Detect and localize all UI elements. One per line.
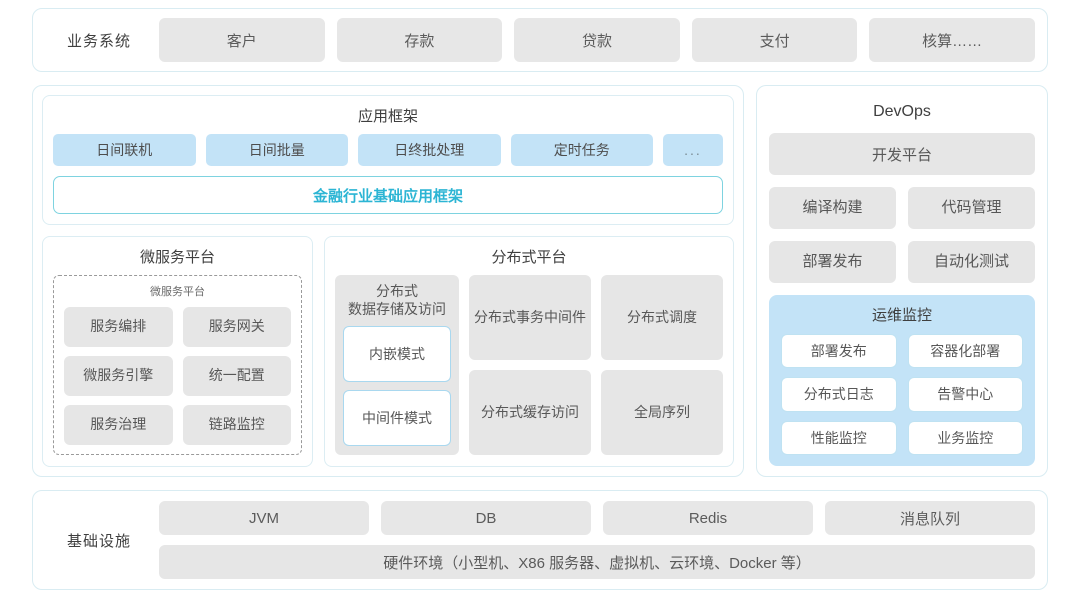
microservice-item-gateway[interactable]: 服务网关 — [182, 307, 291, 347]
infrastructure-panel: 基础设施 JVM DB Redis 消息队列 硬件环境（小型机、X86 服务器、… — [32, 490, 1048, 590]
application-framework-panel: 应用框架 日间联机 日间批量 日终批处理 定时任务 ... 金融行业基础应用框架 — [42, 95, 734, 225]
ops-item-business-monitor[interactable]: 业务监控 — [907, 420, 1023, 455]
appfw-item-daytime-online[interactable]: 日间联机 — [53, 134, 196, 166]
distributed-storage-column: 分布式 数据存储及访问 内嵌模式 中间件模式 — [335, 275, 459, 455]
microservice-items-grid: 服务编排 服务网关 微服务引擎 统一配置 服务治理 链路监控 — [64, 307, 291, 445]
microservice-item-governance[interactable]: 服务治理 — [64, 405, 173, 445]
ops-item-deploy-release[interactable]: 部署发布 — [781, 334, 897, 369]
microservice-platform-panel: 微服务平台 微服务平台 服务编排 服务网关 微服务引擎 统一配置 服务治理 链路… — [42, 236, 313, 467]
ops-monitoring-title: 运维监控 — [871, 307, 932, 324]
distributed-platform-body: 分布式 数据存储及访问 内嵌模式 中间件模式 分布式 事务中间件 — [325, 275, 733, 466]
finance-base-framework-bar: 金融行业基础应用框架 — [53, 176, 723, 214]
appfw-item-scheduled-task[interactable]: 定时任务 — [510, 134, 653, 166]
business-item-accounting[interactable]: 核算…… — [869, 18, 1035, 62]
distributed-storage-title: 分布式 数据存储及访问 — [343, 283, 451, 326]
ops-item-alert-center[interactable]: 告警中心 — [907, 377, 1023, 412]
platform-left-wrapper: 应用框架 日间联机 日间批量 日终批处理 定时任务 ... 金融行业基础应用框架… — [32, 85, 744, 477]
infra-item-message-queue[interactable]: 消息队列 — [825, 501, 1035, 535]
devops-panel: DevOps 开发平台 编译构建 代码管理 部署发布 自动化测试 运维监控 部署… — [756, 85, 1048, 477]
business-systems-panel: 业务系统 客户 存款 贷款 支付 核算…… — [32, 8, 1048, 72]
storage-mode-embedded[interactable]: 内嵌模式 — [343, 326, 451, 382]
business-item-loan[interactable]: 贷款 — [514, 18, 680, 62]
devops-item-code-management[interactable]: 代码管理 — [908, 187, 1035, 229]
storage-mode-middleware[interactable]: 中间件模式 — [343, 390, 451, 446]
application-framework-title: 应用框架 — [357, 108, 418, 125]
cache-access-line1: 分布式 — [481, 403, 523, 420]
microservice-inner-box: 微服务平台 服务编排 服务网关 微服务引擎 统一配置 服务治理 链路监控 — [53, 275, 302, 455]
devops-item-automated-test[interactable]: 自动化测试 — [908, 241, 1035, 283]
transaction-middleware-line1: 分布式 — [474, 308, 516, 325]
business-item-payment[interactable]: 支付 — [691, 18, 858, 62]
ops-item-distributed-log[interactable]: 分布式日志 — [781, 377, 897, 412]
infra-item-redis[interactable]: Redis — [603, 501, 813, 535]
distributed-item-scheduling[interactable]: 分布式调度 — [601, 275, 723, 360]
microservice-item-orchestration[interactable]: 服务编排 — [64, 307, 173, 347]
microservice-item-unified-config[interactable]: 统一配置 — [182, 356, 291, 396]
ops-item-containerized-deploy[interactable]: 容器化部署 — [907, 334, 1023, 369]
devops-item-dev-platform[interactable]: 开发平台 — [769, 133, 1035, 175]
ops-item-performance-monitor[interactable]: 性能监控 — [781, 420, 897, 455]
ops-monitoring-panel: 运维监控 部署发布 容器化部署 分布式日志 告警中心 性能监控 业务监控 — [769, 295, 1035, 466]
application-framework-chips: 日间联机 日间批量 日终批处理 定时任务 ... — [53, 134, 723, 166]
distributed-right-column: 分布式调度 全局序列 — [601, 275, 723, 455]
distributed-item-transaction-middleware[interactable]: 分布式 事务中间件 — [469, 275, 591, 360]
infra-item-hardware-environment[interactable]: 硬件环境（小型机、X86 服务器、虚拟机、云环境、Docker 等） — [159, 545, 1035, 579]
distributed-platform-panel: 分布式平台 分布式 数据存储及访问 内嵌模式 中间件模式 — [324, 236, 734, 467]
infrastructure-body: JVM DB Redis 消息队列 硬件环境（小型机、X86 服务器、虚拟机、云… — [159, 501, 1035, 579]
devops-item-deploy-release[interactable]: 部署发布 — [769, 241, 896, 283]
microservice-inner-title: 微服务平台 — [150, 286, 205, 298]
platform-lower-row: 微服务平台 微服务平台 服务编排 服务网关 微服务引擎 统一配置 服务治理 链路… — [42, 236, 734, 467]
distributed-platform-title: 分布式平台 — [491, 249, 567, 266]
microservice-item-trace-monitor[interactable]: 链路监控 — [182, 405, 291, 445]
business-systems-label: 业务系统 — [66, 32, 131, 50]
ops-monitoring-grid: 部署发布 容器化部署 分布式日志 告警中心 性能监控 业务监控 — [781, 334, 1023, 455]
infra-item-jvm[interactable]: JVM — [159, 501, 369, 535]
microservice-item-engine[interactable]: 微服务引擎 — [64, 356, 173, 396]
platform-band: 应用框架 日间联机 日间批量 日终批处理 定时任务 ... 金融行业基础应用框架… — [32, 85, 1048, 477]
distributed-item-cache-access[interactable]: 分布式 缓存访问 — [469, 370, 591, 455]
devops-title: DevOps — [873, 103, 931, 120]
distributed-storage-title-line2: 数据存储及访问 — [348, 300, 446, 317]
distributed-middle-column: 分布式 事务中间件 分布式 缓存访问 — [469, 275, 591, 455]
business-item-customer[interactable]: 客户 — [159, 18, 325, 62]
appfw-item-eod-batch[interactable]: 日终批处理 — [358, 134, 501, 166]
distributed-item-global-sequence[interactable]: 全局序列 — [601, 370, 723, 455]
devops-items-grid: 编译构建 代码管理 部署发布 自动化测试 — [769, 187, 1035, 283]
cache-access-line2: 缓存访问 — [523, 403, 579, 420]
business-systems-chips: 客户 存款 贷款 支付 核算…… — [159, 18, 1035, 62]
transaction-middleware-line2: 事务中间件 — [516, 308, 586, 325]
appfw-item-more[interactable]: ... — [663, 134, 723, 166]
appfw-item-daytime-batch[interactable]: 日间批量 — [205, 134, 348, 166]
infra-item-db[interactable]: DB — [381, 501, 591, 535]
devops-item-compile-build[interactable]: 编译构建 — [769, 187, 896, 229]
distributed-storage-cell[interactable]: 分布式 数据存储及访问 内嵌模式 中间件模式 — [335, 275, 459, 455]
distributed-storage-title-line1: 分布式 — [376, 283, 418, 299]
infrastructure-items-row: JVM DB Redis 消息队列 — [159, 501, 1035, 535]
infrastructure-label: 基础设施 — [66, 532, 131, 550]
business-item-deposit[interactable]: 存款 — [336, 18, 503, 62]
microservice-platform-title: 微服务平台 — [139, 249, 215, 266]
